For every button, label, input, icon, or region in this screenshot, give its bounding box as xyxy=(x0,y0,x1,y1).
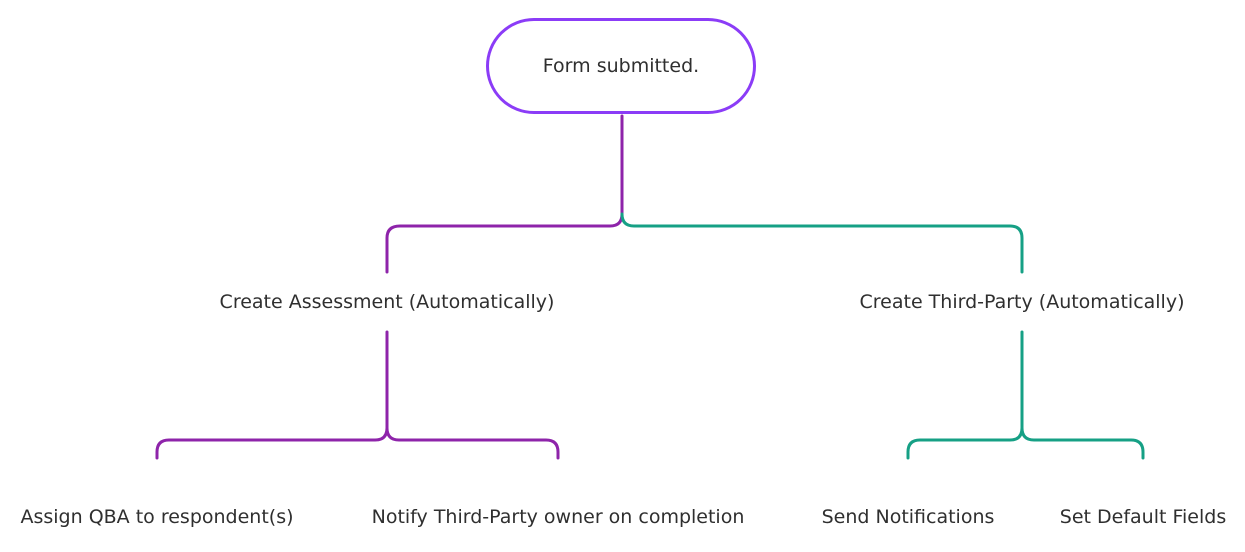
send-notifications-node-label: Send Notifications xyxy=(821,506,995,528)
third-party-node-label: Create Third-Party (Automatically) xyxy=(859,291,1185,313)
root-to-third-party-connector xyxy=(620,212,1024,274)
root-to-assessment-connector xyxy=(385,114,624,274)
third-party-to-default-fields-connector xyxy=(1020,426,1145,460)
root-node: Form submitted. xyxy=(486,18,756,114)
assessment-to-children-stem xyxy=(155,330,389,460)
assessment-to-notify-connector xyxy=(385,426,560,460)
assign-qba-node-label: Assign QBA to respondent(s) xyxy=(20,506,294,528)
third-party-to-children-stem xyxy=(906,330,1024,460)
notify-owner-node-label: Notify Third-Party owner on completion xyxy=(371,506,745,528)
set-default-fields-node-label: Set Default Fields xyxy=(1059,506,1227,528)
assessment-node-label: Create Assessment (Automatically) xyxy=(219,291,555,313)
root-node-label: Form submitted. xyxy=(542,55,700,77)
